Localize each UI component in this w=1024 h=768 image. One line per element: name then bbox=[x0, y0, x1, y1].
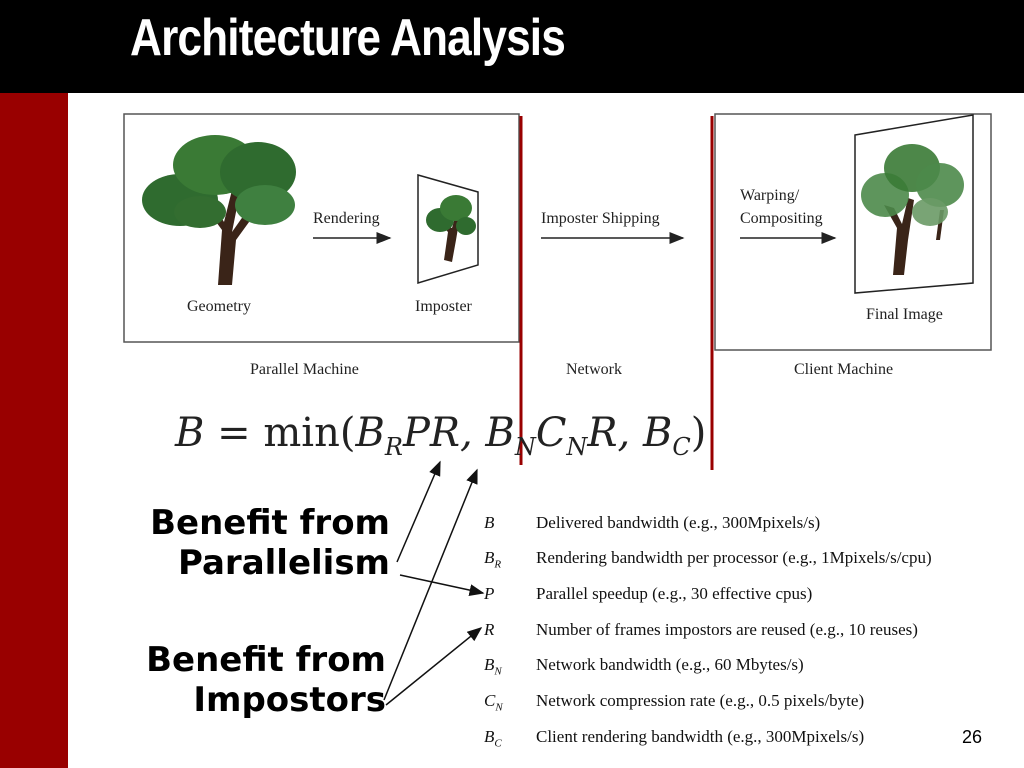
imposter-label: Imposter bbox=[415, 298, 473, 315]
benefit-impostors-line2: Impostors bbox=[193, 680, 386, 720]
final-image-card-icon bbox=[854, 114, 974, 294]
formula-term1-rest: PR, bbox=[402, 410, 473, 456]
definition-text: Delivered bandwidth (e.g., 300Mpixels/s) bbox=[536, 513, 821, 532]
final-image-label: Final Image bbox=[866, 306, 943, 323]
formula-term2-sub1: N bbox=[514, 433, 536, 461]
definition-symbol: B bbox=[484, 513, 494, 535]
definition-text: Network compression rate (e.g., 0.5 pixe… bbox=[536, 691, 865, 710]
formula-term2-base2: C bbox=[535, 410, 567, 456]
definition-symbol: R bbox=[484, 620, 494, 642]
definition-text: Client rendering bandwidth (e.g., 300Mpi… bbox=[536, 727, 865, 746]
formula-min: min( bbox=[263, 410, 356, 456]
network-label: Network bbox=[566, 361, 622, 378]
formula-term3-sub: C bbox=[672, 433, 691, 461]
slide-title: Architecture Analysis bbox=[130, 9, 566, 67]
definition-symbol-sub: N bbox=[494, 665, 502, 678]
imposter-card-icon bbox=[417, 174, 479, 285]
definition-symbol-sub: N bbox=[495, 701, 503, 714]
definition-text: Parallel speedup (e.g., 30 effective cpu… bbox=[536, 584, 813, 603]
formula-term1-sub: R bbox=[384, 433, 403, 461]
formula-equals: = bbox=[217, 410, 251, 456]
benefit-impostors: Benefit from Impostors bbox=[108, 640, 386, 720]
definition-symbol: BC bbox=[484, 727, 502, 749]
definition-symbol-base: P bbox=[484, 584, 495, 603]
warping-label: Warping/ bbox=[740, 187, 800, 204]
definition-symbol: P bbox=[484, 584, 494, 606]
compositing-label: Compositing bbox=[740, 210, 823, 227]
definition-symbol: BN bbox=[484, 655, 502, 677]
definition-symbol-base: B bbox=[484, 513, 495, 532]
bandwidth-formula: B = min(BRPR, BNCNR, BC) bbox=[175, 410, 706, 461]
definition-symbol: BR bbox=[484, 548, 501, 570]
definition-symbol-sub: C bbox=[494, 737, 502, 750]
formula-term3-base: B bbox=[642, 410, 673, 456]
definition-text: Network bandwidth (e.g., 60 Mbytes/s) bbox=[536, 655, 804, 674]
title-bar bbox=[0, 0, 1024, 93]
rendering-label: Rendering bbox=[313, 210, 380, 227]
formula-lhs: B bbox=[175, 410, 205, 456]
geometry-label: Geometry bbox=[187, 298, 251, 315]
definition-symbol: CN bbox=[484, 691, 503, 713]
definition-symbol-base: B bbox=[484, 655, 495, 674]
definition-symbol-base: C bbox=[484, 691, 496, 710]
parallel-machine-label: Parallel Machine bbox=[250, 361, 359, 378]
formula-term1-base: B bbox=[355, 410, 385, 456]
definition-text: Rendering bandwidth per processor (e.g.,… bbox=[536, 548, 932, 567]
formula-term2-rest: R, bbox=[587, 410, 631, 456]
benefit-parallelism-line1: Benefit from bbox=[150, 503, 390, 543]
benefit-impostors-line1: Benefit from bbox=[146, 640, 386, 680]
geometry-tree-icon bbox=[142, 135, 296, 285]
benefit-parallelism-line2: Parallelism bbox=[177, 543, 390, 583]
formula-close: ) bbox=[690, 410, 707, 456]
formula-term2-base1: B bbox=[485, 410, 515, 456]
formula-term2-sub2: N bbox=[566, 433, 588, 461]
imposter-shipping-label: Imposter Shipping bbox=[541, 210, 660, 227]
client-machine-label: Client Machine bbox=[794, 361, 893, 378]
definition-symbol-base: B bbox=[484, 727, 495, 746]
definition-symbol-base: R bbox=[484, 620, 495, 639]
page-number: 26 bbox=[962, 727, 983, 747]
definition-text: Number of frames impostors are reused (e… bbox=[536, 620, 918, 639]
benefit-parallelism: Benefit from Parallelism bbox=[108, 503, 390, 583]
definition-symbol-sub: R bbox=[494, 558, 502, 571]
definition-symbol-base: B bbox=[484, 548, 495, 567]
